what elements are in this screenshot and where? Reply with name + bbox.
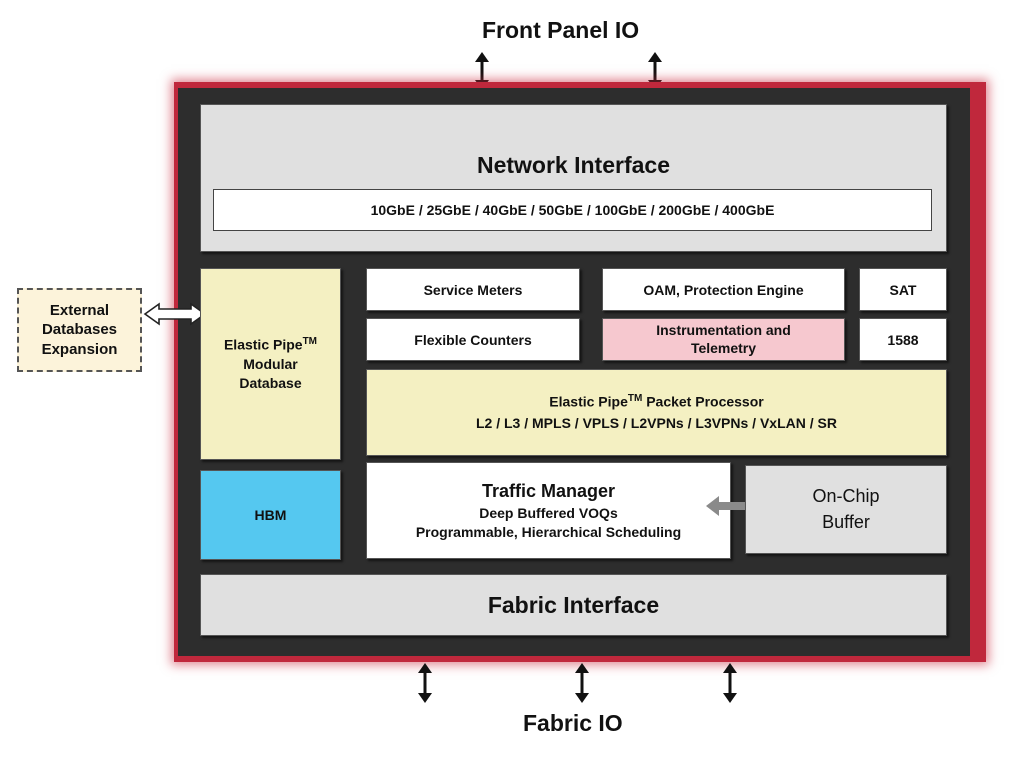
- sat-block: SAT: [859, 268, 947, 311]
- network-speeds-text: 10GbE / 25GbE / 40GbE / 50GbE / 100GbE /…: [370, 202, 775, 218]
- service-meters-label: Service Meters: [423, 281, 523, 298]
- packet-processor-title: Elastic Pipe: [549, 393, 628, 410]
- on-chip-buffer-block: On-Chip Buffer: [745, 465, 947, 554]
- double-arrow-icon: [575, 663, 589, 703]
- hbm-block: HBM: [200, 470, 341, 560]
- external-line-1: External: [49, 301, 110, 319]
- on-chip-buffer-line-1: On-Chip: [812, 486, 880, 507]
- instrumentation-line-2: Telemetry: [690, 339, 757, 356]
- traffic-manager-line-3: Programmable, Hierarchical Scheduling: [415, 523, 682, 540]
- ieee-1588-label: 1588: [887, 331, 919, 348]
- on-chip-buffer-line-2: Buffer: [822, 511, 870, 532]
- external-db-arrow: [143, 302, 207, 326]
- instrumentation-telemetry-block: Instrumentation and Telemetry: [602, 318, 845, 361]
- fabric-io-label: Fabric IO: [523, 710, 623, 736]
- sat-label: SAT: [889, 281, 917, 298]
- front-panel-io-label: Front Panel IO: [482, 17, 640, 43]
- network-interface-title: Network Interface: [476, 151, 670, 178]
- packet-processor-block: Elastic PipeTM Packet Processor L2 / L3 …: [366, 369, 947, 456]
- double-arrow-icon: [723, 663, 737, 703]
- network-speeds-bar: 10GbE / 25GbE / 40GbE / 50GbE / 100GbE /…: [213, 189, 932, 231]
- modular-db-line-2: Modular: [243, 355, 298, 372]
- traffic-manager-line-2: Deep Buffered VOQs: [479, 504, 618, 521]
- fabric-interface-block: Fabric Interface: [200, 574, 947, 636]
- hbm-label: HBM: [254, 507, 287, 523]
- packet-processor-protocols: L2 / L3 / MPLS / VPLS / L2VPNs / L3VPNs …: [476, 414, 837, 431]
- buffer-arrow: [706, 496, 768, 516]
- modular-db-line-1: Elastic Pipe: [223, 336, 303, 353]
- ieee-1588-block: 1588: [859, 318, 947, 361]
- trademark-mark: TM: [627, 393, 643, 405]
- service-meters-block: Service Meters: [366, 268, 580, 311]
- fabric-interface-label: Fabric Interface: [487, 591, 660, 618]
- double-arrow-icon: [143, 302, 207, 326]
- trademark-mark: TM: [302, 336, 318, 348]
- oam-protection-block: OAM, Protection Engine: [602, 268, 845, 311]
- modular-db-line-3: Database: [239, 374, 302, 391]
- modular-database-block: Elastic PipeTM Modular Database: [200, 268, 341, 460]
- fabric-io-arrows: [418, 663, 737, 703]
- instrumentation-line-1: Instrumentation and: [656, 322, 791, 338]
- double-arrow-icon: [418, 663, 432, 703]
- flexible-counters-block: Flexible Counters: [366, 318, 580, 361]
- double-arrow-icon: [706, 496, 768, 516]
- packet-processor-title-rest: Packet Processor: [642, 393, 764, 410]
- external-databases-box: External Databases Expansion: [17, 288, 142, 372]
- external-line-3: Expansion: [41, 340, 118, 358]
- flexible-counters-label: Flexible Counters: [414, 331, 532, 348]
- external-line-2: Databases: [41, 321, 118, 339]
- oam-protection-label: OAM, Protection Engine: [643, 281, 804, 298]
- traffic-manager-block: Traffic Manager Deep Buffered VOQs Progr…: [366, 462, 731, 559]
- traffic-manager-title: Traffic Manager: [481, 481, 616, 502]
